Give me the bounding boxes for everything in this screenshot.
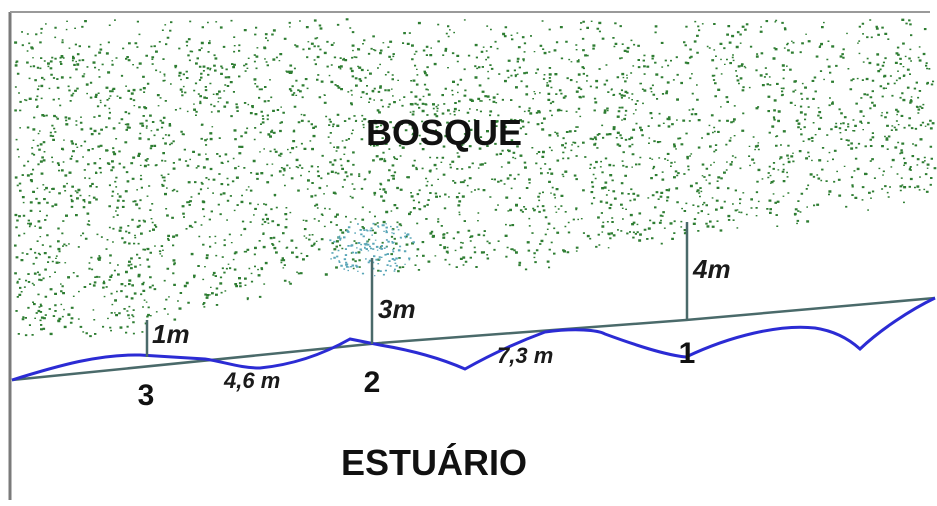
point-label-1: 1 [679,337,696,370]
height-label-1: 4m [692,254,731,284]
small-tree-speckles [329,222,415,277]
estuary-waterline [11,296,936,382]
forest-label: BOSQUE [366,112,522,153]
height-label-3: 1m [152,319,190,349]
reference-line [11,296,936,382]
point-label-3: 3 [138,379,155,412]
distance-label-3-2: 4,6 m [223,368,280,393]
point-label-2: 2 [364,366,381,399]
height-label-2: 3m [378,294,416,324]
distance-label-2-1: 7,3 m [497,343,553,368]
small-tree-canopy [329,222,415,277]
estuary-label: ESTUÁRIO [341,442,527,483]
forest-vegetation [14,18,937,338]
vegetation-speckles [14,18,937,338]
